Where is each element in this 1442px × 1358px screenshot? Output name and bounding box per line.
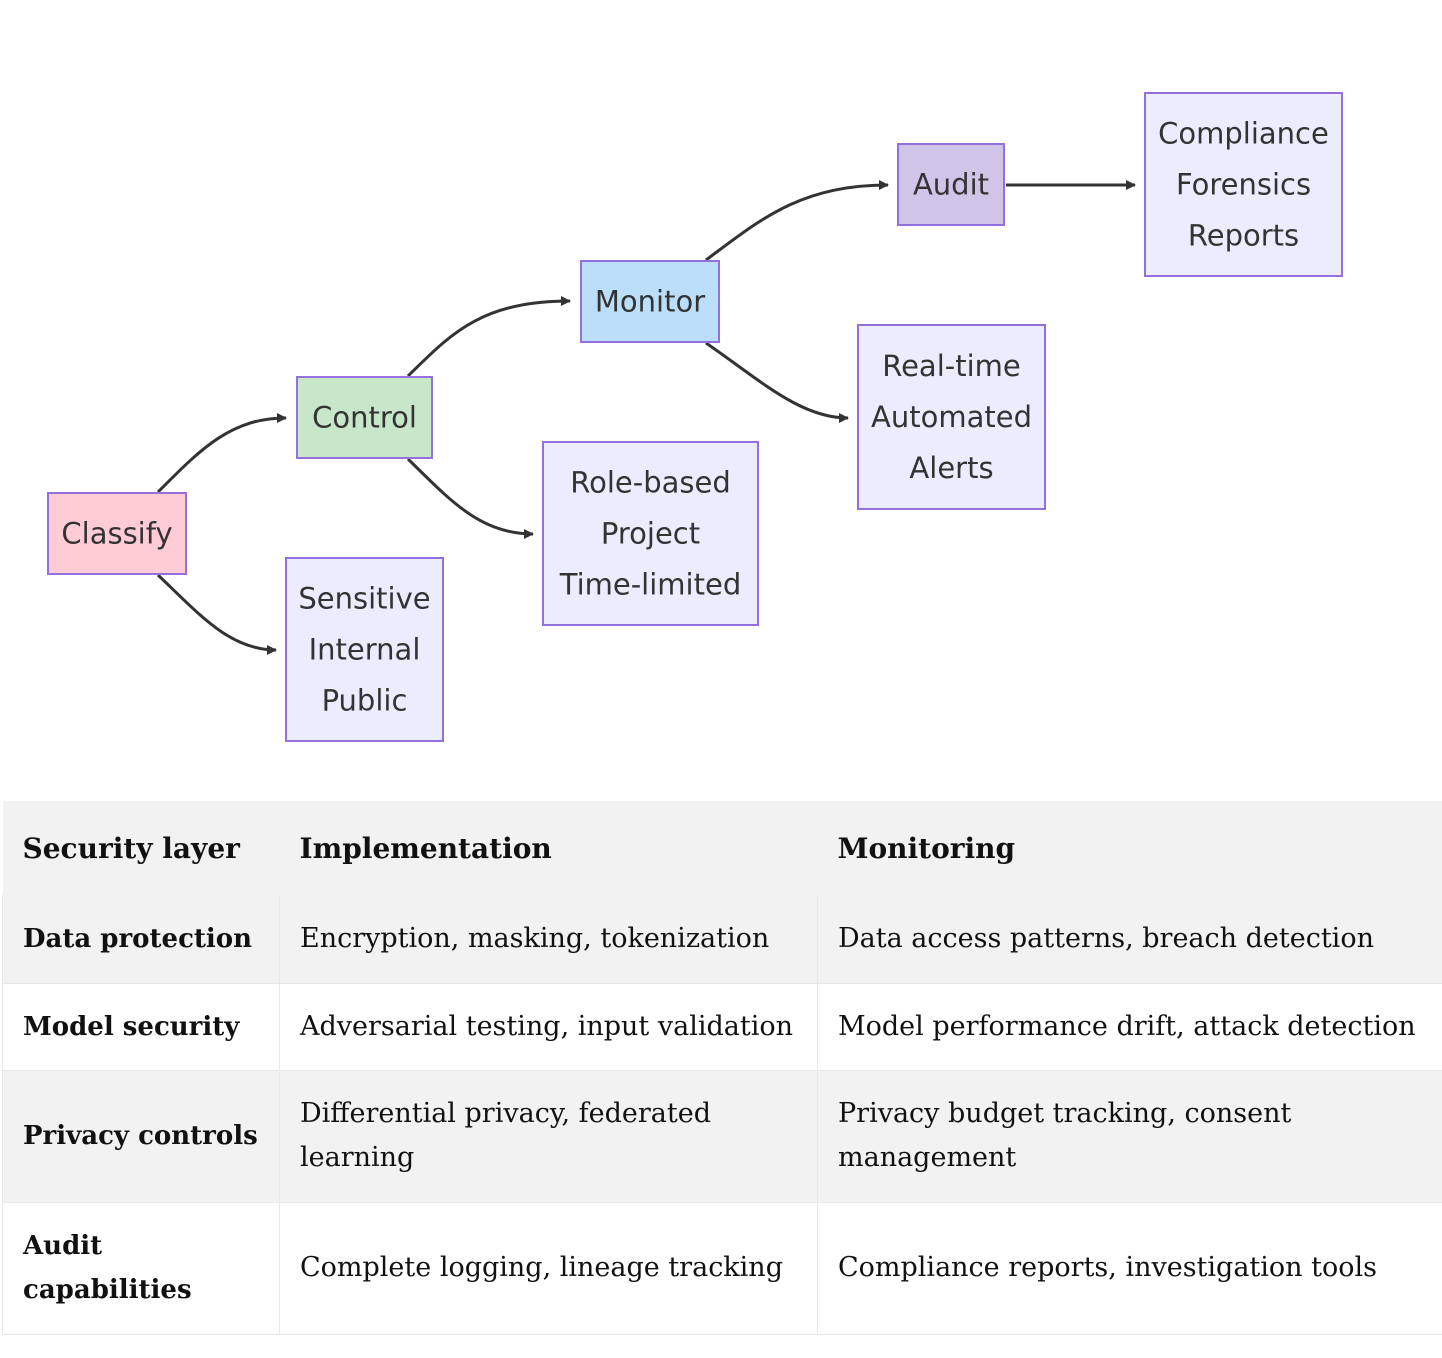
node-box — [580, 260, 720, 343]
node-box — [542, 441, 759, 626]
row-layer: Data protection — [2, 895, 280, 984]
node-label: Forensics — [1176, 168, 1311, 202]
node-label: Project — [601, 517, 700, 551]
table-header-row: Security layer Implementation Monitoring — [2, 801, 1442, 895]
node-classify: Classify — [47, 492, 187, 575]
node-audit: Audit — [897, 143, 1005, 226]
header-monitoring: Monitoring — [817, 801, 1442, 895]
row-implementation: Adversarial testing, input validation — [279, 983, 818, 1071]
header-security-layer: Security layer — [2, 801, 280, 895]
node-label: Alerts — [909, 451, 993, 485]
security-layers-table: Security layer Implementation Monitoring… — [2, 801, 1442, 1335]
node-control: Control — [296, 376, 433, 459]
node-label: Control — [312, 401, 417, 435]
node-label: Monitor — [595, 285, 705, 319]
row-monitoring: Data access patterns, breach detection — [817, 895, 1442, 984]
row-layer: Model security — [2, 983, 280, 1071]
table-row: Model security Adversarial testing, inpu… — [2, 983, 1442, 1071]
node-label: Compliance — [1158, 117, 1329, 151]
edge-control-to-monitor — [406, 296, 571, 378]
edge-classify-to-control — [156, 413, 287, 494]
row-implementation: Encryption, masking, tokenization — [279, 895, 818, 984]
row-monitoring: Privacy budget tracking, consent managem… — [817, 1070, 1442, 1203]
node-box — [296, 376, 433, 459]
node-label: Internal — [309, 633, 421, 667]
table-row: Privacy controls Differential privacy, f… — [2, 1070, 1442, 1203]
node-label: Audit — [913, 168, 989, 202]
row-implementation: Differential privacy, federated learning — [279, 1070, 818, 1203]
edge-monitor-to-audit — [705, 180, 889, 262]
row-layer: Privacy controls — [2, 1070, 280, 1203]
node-label: Classify — [61, 517, 172, 551]
table-row: Audit capabilities Complete logging, lin… — [2, 1202, 1442, 1335]
table-row: Data protection Encryption, masking, tok… — [2, 895, 1442, 984]
node-box — [897, 143, 1005, 226]
row-implementation: Complete logging, lineage tracking — [279, 1202, 818, 1335]
node-box — [285, 557, 444, 742]
node-box — [1144, 92, 1343, 277]
row-layer: Audit capabilities — [2, 1202, 280, 1335]
node-label: Automated — [871, 400, 1032, 434]
node-box — [47, 492, 187, 575]
node-monitor: Monitor — [580, 260, 720, 343]
node-label: Real-time — [882, 349, 1021, 383]
edges-layer — [156, 180, 1136, 655]
header-implementation: Implementation — [279, 801, 818, 895]
edge-classify-to-classify-levels — [156, 573, 277, 655]
node-label: Time-limited — [559, 568, 741, 602]
node-box — [857, 324, 1046, 510]
edge-monitor-to-monitor-types — [705, 341, 849, 423]
node-label: Reports — [1188, 219, 1299, 253]
row-monitoring: Compliance reports, investigation tools — [817, 1202, 1442, 1335]
node-label: Role-based — [570, 466, 731, 500]
row-monitoring: Model performance drift, attack detectio… — [817, 983, 1442, 1071]
node-label: Public — [322, 684, 408, 718]
edge-control-to-control-types — [406, 457, 534, 539]
node-label: Sensitive — [298, 582, 430, 616]
